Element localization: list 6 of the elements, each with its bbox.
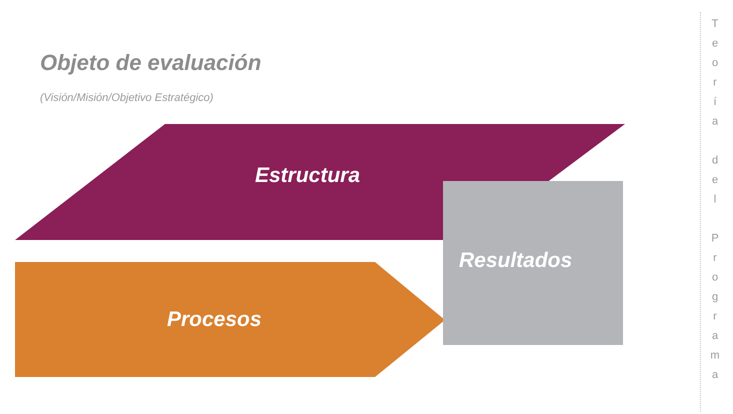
subtitle: (Visión/Misión/Objetivo Estratégico): [40, 92, 214, 104]
vertical-caption: Teoría del Programa: [708, 18, 722, 388]
diagram-title: Objeto de evaluación: [40, 50, 262, 76]
node-label: Estructura: [255, 164, 360, 188]
node-label: Resultados: [459, 249, 572, 273]
node-label: Procesos: [167, 308, 262, 332]
